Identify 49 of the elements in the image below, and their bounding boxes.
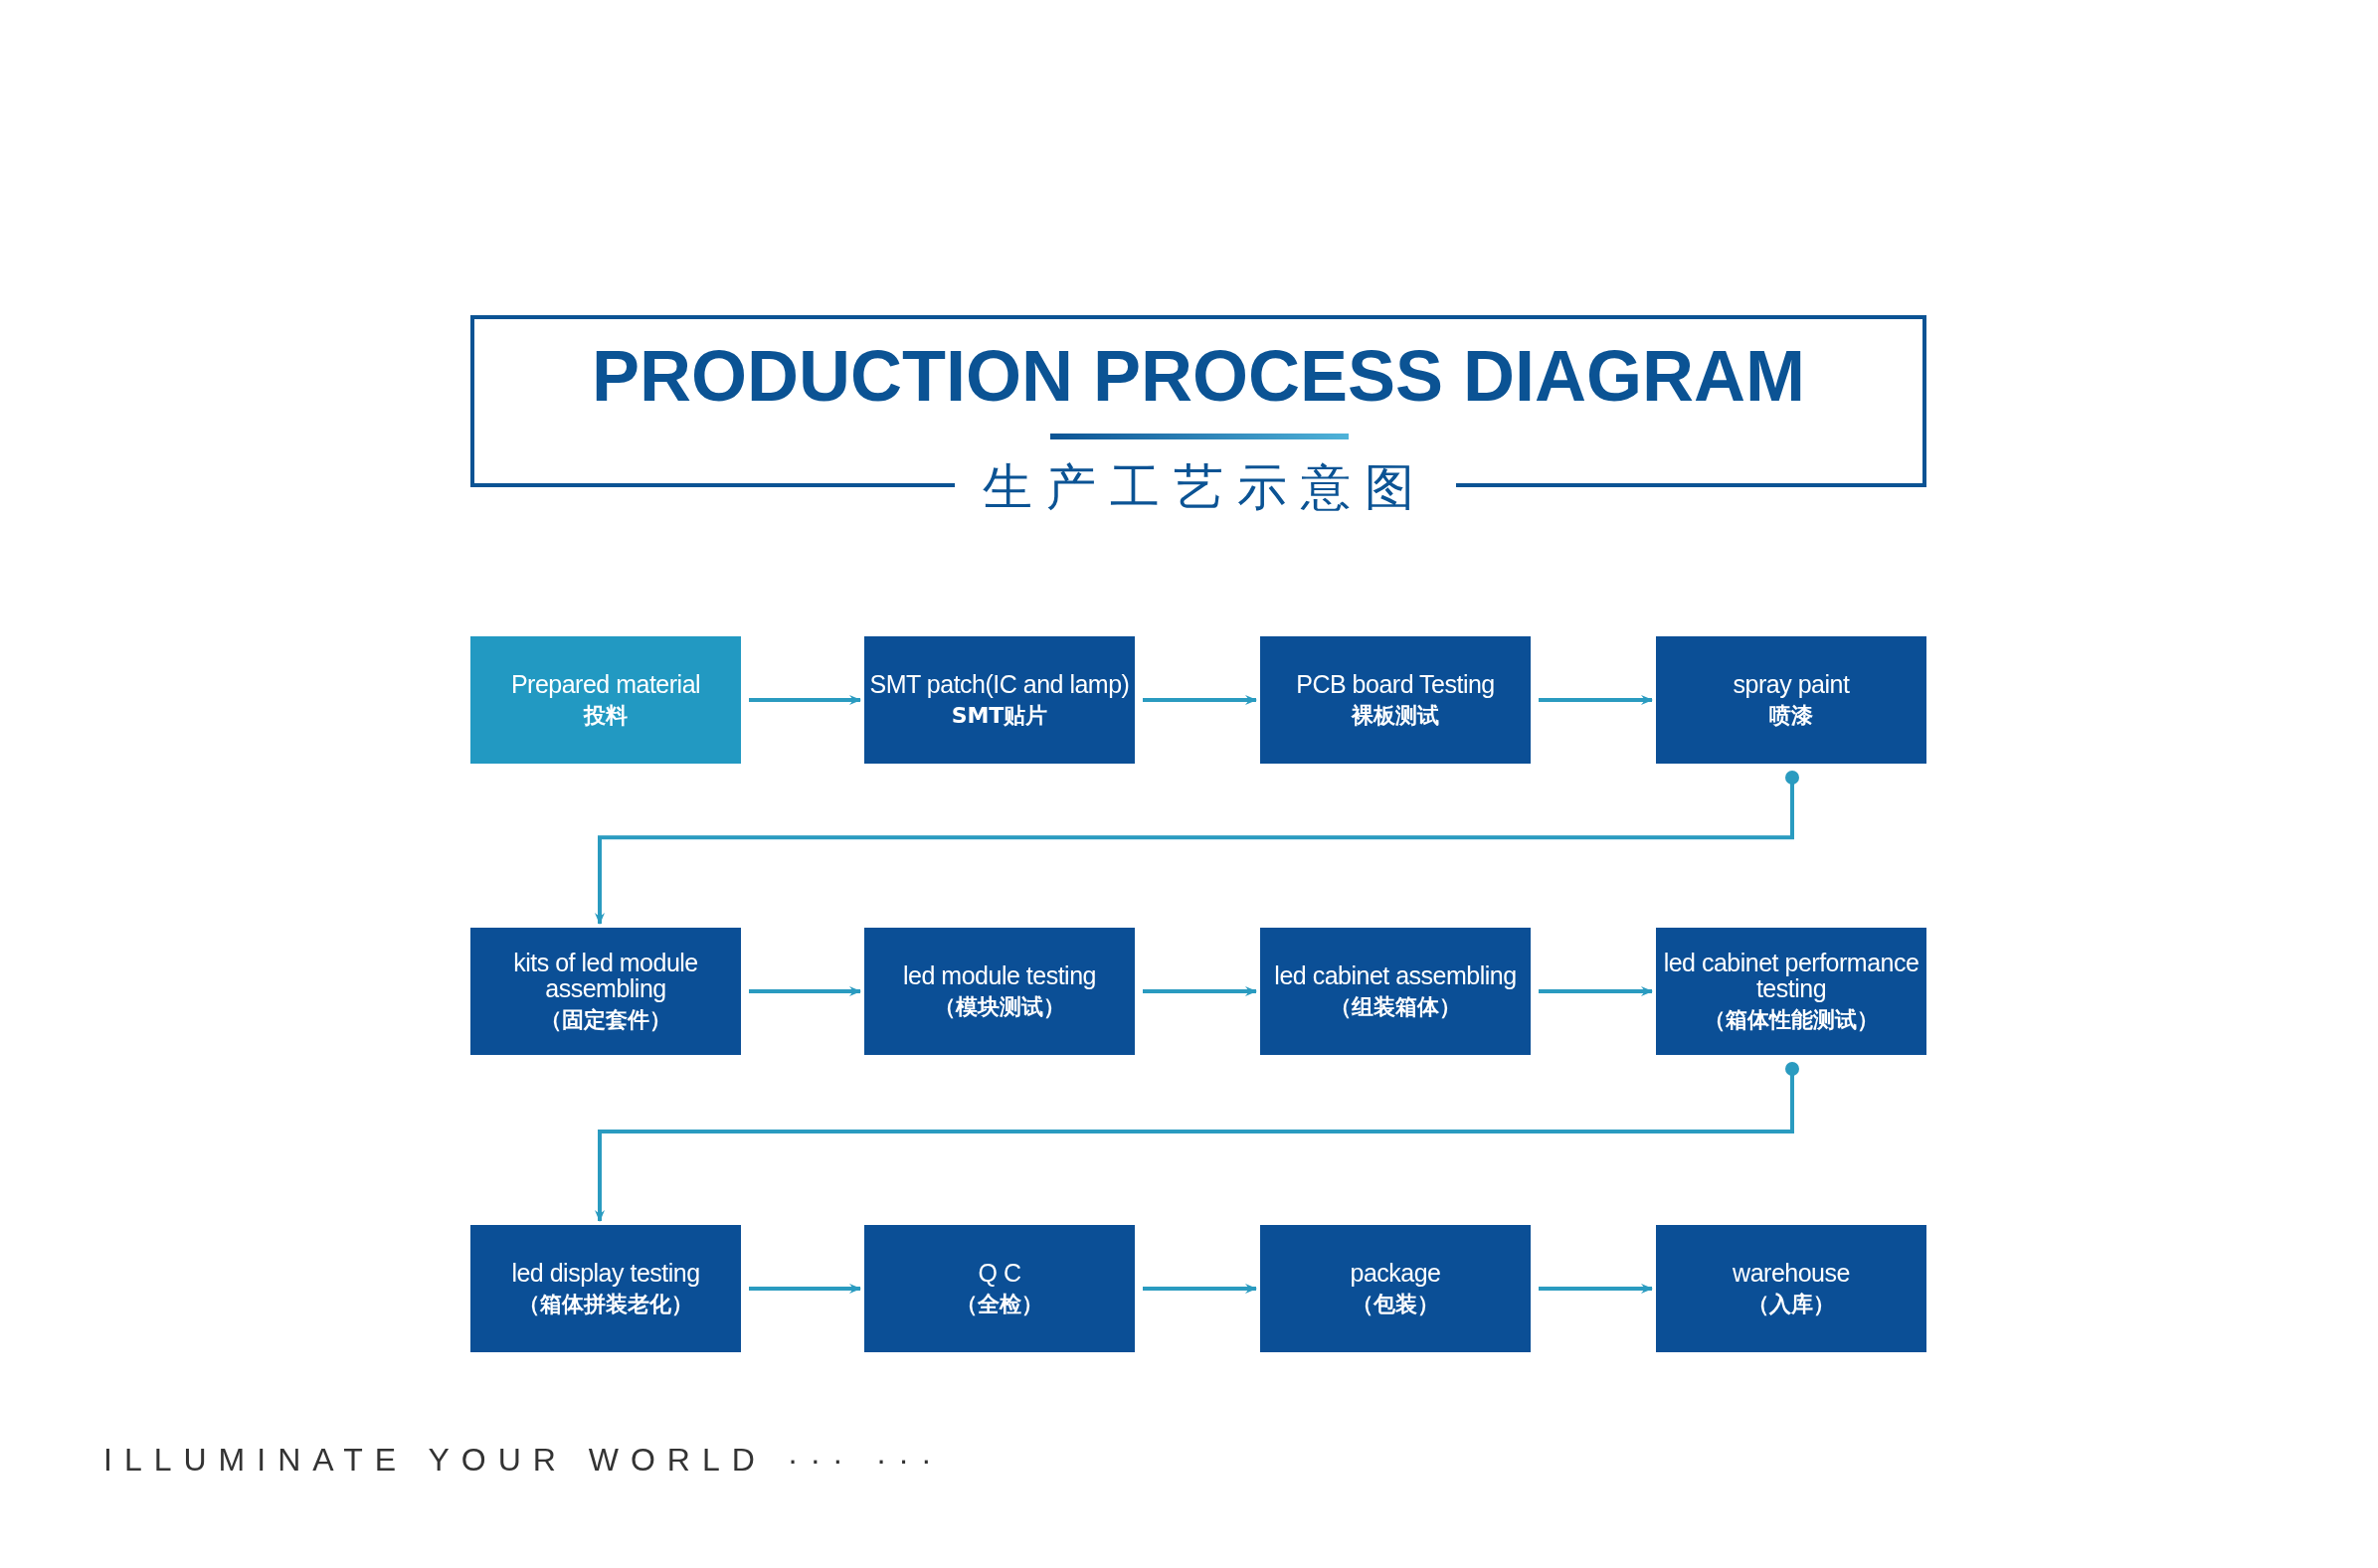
arrow <box>749 986 861 996</box>
process-box <box>1656 928 1926 1055</box>
step-name: Prepared material <box>510 671 701 697</box>
step-name: spray paint <box>1733 671 1850 697</box>
arrow <box>1539 986 1653 996</box>
slogan: ILLUMINATE YOUR WORLD ··· ··· <box>103 1441 944 1480</box>
step-name: led cabinet assembling <box>1274 962 1517 988</box>
process-box <box>1656 1225 1926 1352</box>
arrow <box>1143 695 1257 705</box>
step-name-chinese: （入库） <box>1747 1292 1835 1317</box>
step-name-chinese: （组装箱体） <box>1330 994 1461 1020</box>
title: PRODUCTION PROCESS DIAGRAM <box>590 335 1807 418</box>
step-name: SMT patch(IC and lamp) <box>869 671 1130 697</box>
step-name-chinese: 投料 <box>584 703 628 729</box>
step-name-chinese: （包装） <box>1352 1292 1439 1317</box>
process-box <box>864 1225 1135 1352</box>
process-box <box>470 928 741 1055</box>
step-name: led cabinet performance testing <box>1662 950 1921 1001</box>
step-name-chinese: 喷漆 <box>1769 703 1813 729</box>
step-name-chinese: （箱体性能测试） <box>1704 1007 1879 1033</box>
process-box <box>1260 928 1531 1055</box>
process-box <box>1260 1225 1531 1352</box>
arrow <box>1143 986 1257 996</box>
process-box <box>1656 636 1926 764</box>
process-box <box>470 636 741 764</box>
step-name: led display testing <box>511 1260 700 1286</box>
process-box <box>864 928 1135 1055</box>
arrow <box>1539 695 1653 705</box>
step-name: kits of led module assembling <box>512 950 699 1001</box>
step-name-chinese: SMT贴片 <box>951 703 1048 729</box>
step-name-chinese: （箱体拼装老化） <box>518 1292 693 1317</box>
arrow <box>749 1284 861 1294</box>
step-name-chinese: （模块测试） <box>934 994 1065 1020</box>
step-name: package <box>1350 1260 1441 1286</box>
step-name: PCB board Testing <box>1296 671 1495 697</box>
step-name: led module testing <box>903 962 1096 988</box>
step-name-chinese: 裸板测试 <box>1352 703 1439 729</box>
step-name-chinese: （全检） <box>956 1292 1043 1317</box>
step-name-chinese: （固定套件） <box>540 1007 671 1033</box>
arrow <box>1143 1284 1257 1294</box>
step-name: Q C <box>978 1260 1021 1286</box>
process-box <box>1260 636 1531 764</box>
arrow <box>595 1062 1799 1222</box>
arrow <box>1539 1284 1653 1294</box>
process-box <box>470 1225 741 1352</box>
step-name: warehouse <box>1733 1260 1850 1286</box>
arrow <box>595 771 1799 925</box>
arrow <box>749 695 861 705</box>
process-box <box>864 636 1135 764</box>
